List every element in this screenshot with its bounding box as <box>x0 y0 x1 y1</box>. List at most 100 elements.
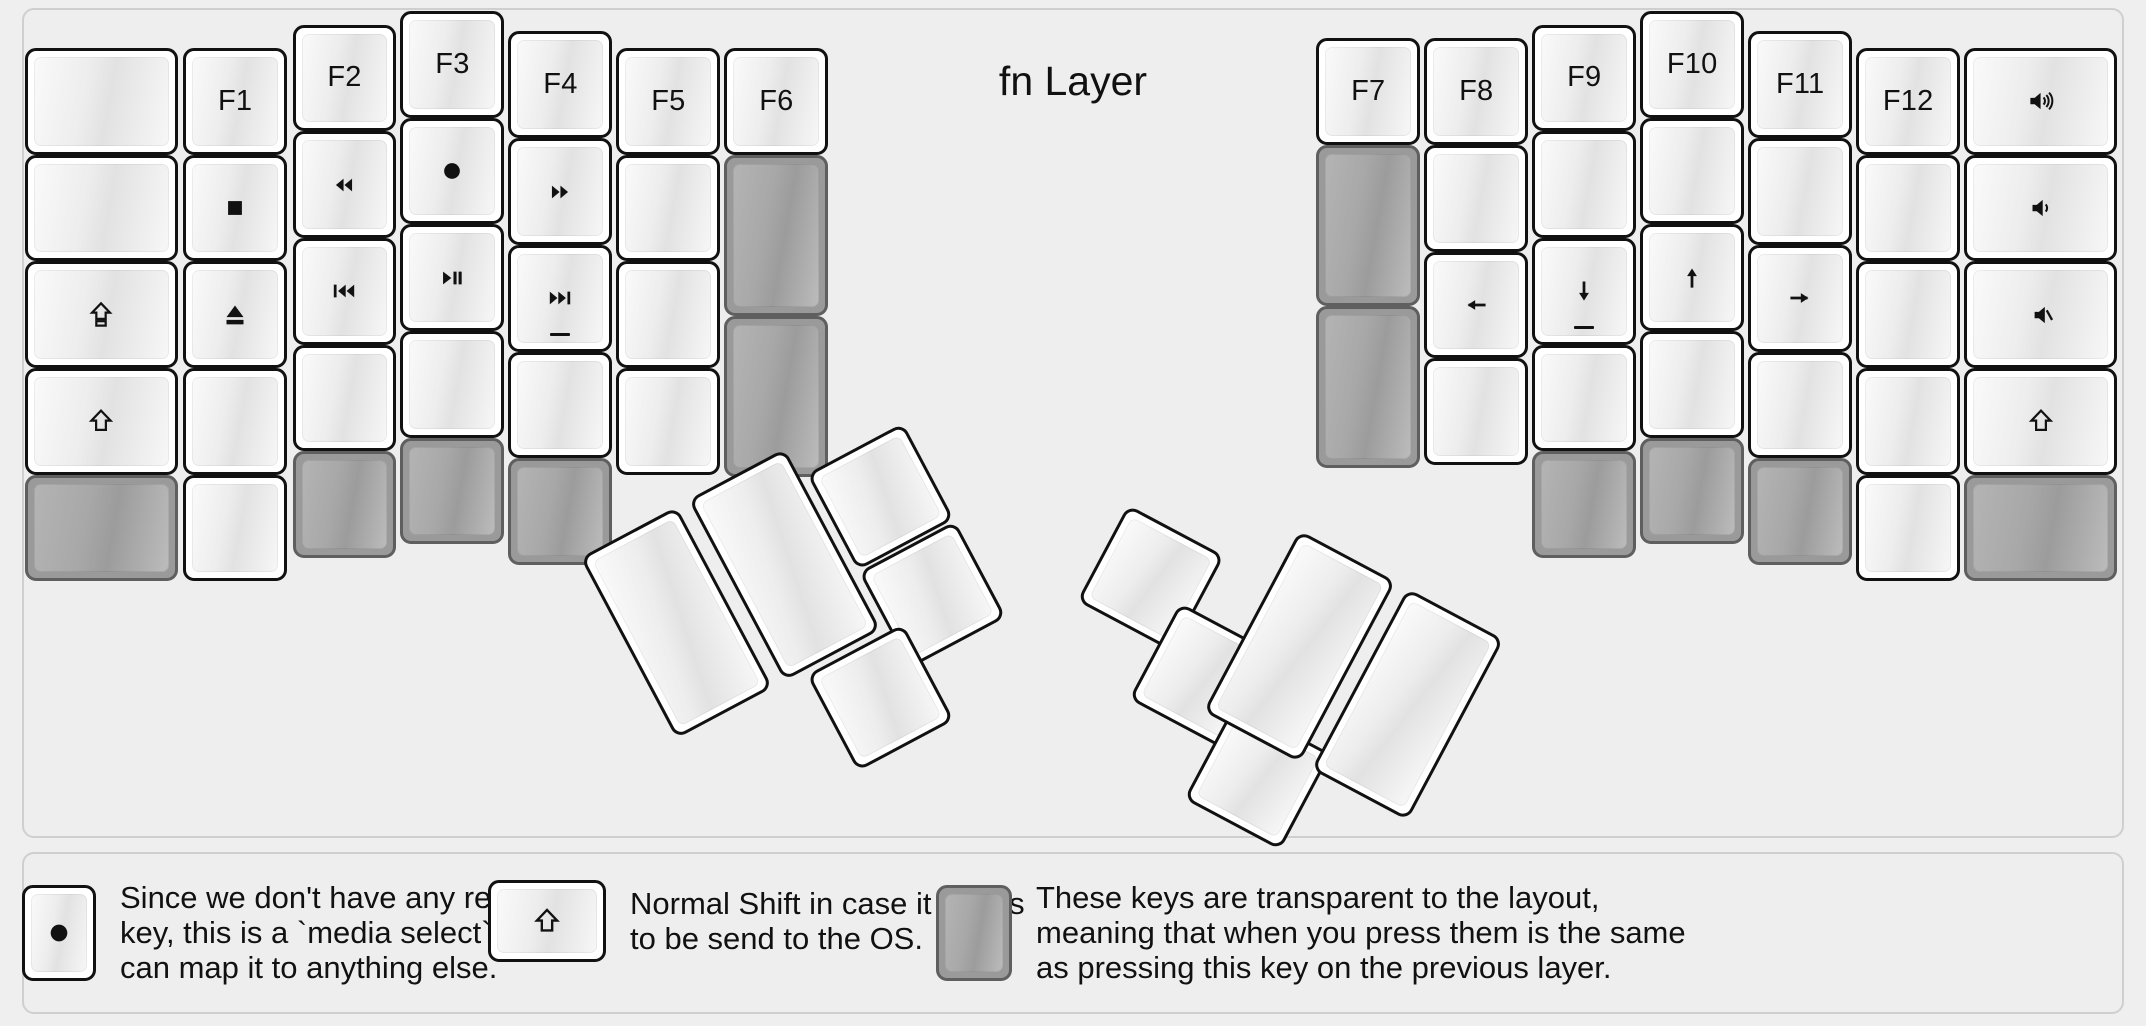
left-pinky-4-key-blank[interactable] <box>183 474 288 582</box>
prev-track-icon <box>334 285 355 298</box>
right-ring-r-4-key-transparent[interactable] <box>1640 437 1745 545</box>
left-ring-4-key-transparent[interactable] <box>292 451 397 559</box>
left-pinky-3-key-blank[interactable] <box>183 367 288 475</box>
right-ring-r-0-key-f10[interactable]: F10 <box>1640 10 1745 118</box>
right-outer-extra-r-2-key-volume-mute[interactable] <box>1964 261 2118 368</box>
eject-icon <box>226 305 244 324</box>
left-index-inner-3-key-blank[interactable] <box>616 367 721 475</box>
right-pinky-outer-r-0-key-f12[interactable]: F12 <box>1856 47 1961 155</box>
volume-mute-icon <box>2024 298 2058 332</box>
keycap-face <box>1541 140 1628 230</box>
keycap-face <box>409 126 496 216</box>
keycap-face <box>1649 126 1736 216</box>
volume-up-icon <box>2024 84 2058 118</box>
rewind-icon <box>336 178 353 192</box>
arrow-right-icon <box>1783 281 1817 315</box>
keycap-face: F7 <box>1325 47 1412 136</box>
left-pinky-outer-2-key-caps-lock[interactable] <box>24 261 178 368</box>
keycap-face <box>192 163 279 253</box>
right-index-inner-r-0-key-f7[interactable]: F7 <box>1316 38 1421 145</box>
left-index-inner-1-key-blank[interactable] <box>616 154 721 262</box>
left-middle-1-key-record[interactable] <box>400 117 505 225</box>
right-outer-extra-r-0-key-volume-up[interactable] <box>1964 47 2118 155</box>
left-ring-3-key-blank[interactable] <box>292 344 397 452</box>
right-ring-r-3-key-blank[interactable] <box>1640 331 1745 438</box>
keycap-face <box>497 889 597 953</box>
left-ring-2-key-prev-track[interactable] <box>292 238 397 345</box>
right-pinky-outer-r-3-key-blank[interactable] <box>1856 367 1961 475</box>
keycap-face: F8 <box>1433 47 1520 136</box>
left-index-1-key-fast-forward[interactable] <box>508 138 613 245</box>
right-index-r-0-key-f8[interactable]: F8 <box>1424 38 1529 145</box>
right-index-r-2-key-arrow-left[interactable] <box>1424 251 1529 359</box>
right-middle-r-2-key-arrow-down[interactable] <box>1532 238 1637 345</box>
right-middle-r-0-key-f9[interactable]: F9 <box>1532 24 1637 132</box>
right-pinky-r-1-key-blank[interactable] <box>1748 138 1853 245</box>
keycap-face <box>192 376 279 466</box>
left-ring-1-key-rewind[interactable] <box>292 131 397 239</box>
left-inner-extra-1-key-transparent[interactable] <box>724 154 829 316</box>
left-index-2-key-next-track[interactable] <box>508 244 613 352</box>
right-index-inner-r-1-key-transparent[interactable] <box>1316 145 1421 307</box>
play-pause-icon <box>435 261 469 295</box>
left-pinky-outer-0-key-blank[interactable] <box>24 47 178 155</box>
right-pinky-r-0-key-f11[interactable]: F11 <box>1748 31 1853 139</box>
left-pinky-outer-4-key-transparent[interactable] <box>24 474 178 582</box>
keycap-face <box>1325 315 1412 459</box>
left-pinky-0-key-f1[interactable]: F1 <box>183 47 288 155</box>
arrow-up-icon <box>1687 268 1698 288</box>
keycap-face <box>192 270 279 359</box>
right-pinky-outer-r-1-key-blank[interactable] <box>1856 154 1961 262</box>
right-pinky-r-2-key-arrow-right[interactable] <box>1748 244 1853 352</box>
right-outer-extra-r-1-key-volume-down[interactable] <box>1964 154 2118 262</box>
keycap-face <box>1973 270 2109 359</box>
right-pinky-outer-r-2-key-blank[interactable] <box>1856 261 1961 368</box>
right-index-r-3-key-blank[interactable] <box>1424 358 1529 466</box>
shift-icon <box>529 903 565 939</box>
key-secondary-marker <box>1574 325 1595 329</box>
right-index-r-1-key-blank[interactable] <box>1424 145 1529 252</box>
stop-icon <box>228 201 242 215</box>
keycap-face: F5 <box>625 56 712 146</box>
keycap-face <box>1433 367 1520 457</box>
right-pinky-r-3-key-blank[interactable] <box>1748 351 1853 459</box>
left-inner-extra-0-key-f6[interactable]: F6 <box>724 47 829 155</box>
arrow-left-icon <box>1459 288 1493 322</box>
legend-item-2: These keys are transparent to the layout… <box>936 880 1686 985</box>
left-index-inner-0-key-f5[interactable]: F5 <box>616 47 721 155</box>
left-pinky-outer-1-key-blank[interactable] <box>24 154 178 262</box>
right-middle-r-3-key-blank[interactable] <box>1532 344 1637 452</box>
right-middle-r-1-key-blank[interactable] <box>1532 131 1637 239</box>
keycap-face <box>1649 233 1736 323</box>
left-pinky-1-key-stop[interactable] <box>183 154 288 262</box>
left-middle-2-key-play-pause[interactable] <box>400 224 505 332</box>
keycap-face <box>1433 260 1520 350</box>
right-index-inner-r-2-key-transparent[interactable] <box>1316 306 1421 468</box>
left-pinky-outer-3-key-shift[interactable] <box>24 367 178 475</box>
right-ring-r-2-key-arrow-up[interactable] <box>1640 224 1745 332</box>
right-pinky-outer-r-4-key-blank[interactable] <box>1856 474 1961 582</box>
right-pinky-r-4-key-transparent[interactable] <box>1748 458 1853 565</box>
keycap-face <box>625 270 712 359</box>
key-label: F2 <box>327 61 362 94</box>
legend-sample-key-0 <box>22 884 96 981</box>
left-pinky-2-key-eject[interactable] <box>183 261 288 368</box>
keycap-face <box>33 376 169 466</box>
key-label: F5 <box>651 84 686 117</box>
left-ring-0-key-f2[interactable]: F2 <box>292 24 397 132</box>
right-middle-r-4-key-transparent[interactable] <box>1532 451 1637 559</box>
right-ring-r-1-key-blank[interactable] <box>1640 117 1745 225</box>
arrow-down-icon <box>1567 274 1601 308</box>
left-index-3-key-blank[interactable] <box>508 351 613 459</box>
right-outer-extra-r-3-key-shift[interactable] <box>1964 367 2118 475</box>
right-outer-extra-r-4-key-transparent[interactable] <box>1964 474 2118 582</box>
left-index-inner-2-key-blank[interactable] <box>616 261 721 368</box>
left-inner-extra-2-key-transparent[interactable] <box>724 316 829 478</box>
left-middle-3-key-blank[interactable] <box>400 331 505 438</box>
left-middle-0-key-f3[interactable]: F3 <box>400 10 505 118</box>
volume-mute-icon <box>2034 306 2053 323</box>
left-index-4-key-transparent[interactable] <box>508 458 613 565</box>
left-index-0-key-f4[interactable]: F4 <box>508 31 613 139</box>
keycap-face <box>409 340 496 429</box>
left-middle-4-key-transparent[interactable] <box>400 437 505 545</box>
